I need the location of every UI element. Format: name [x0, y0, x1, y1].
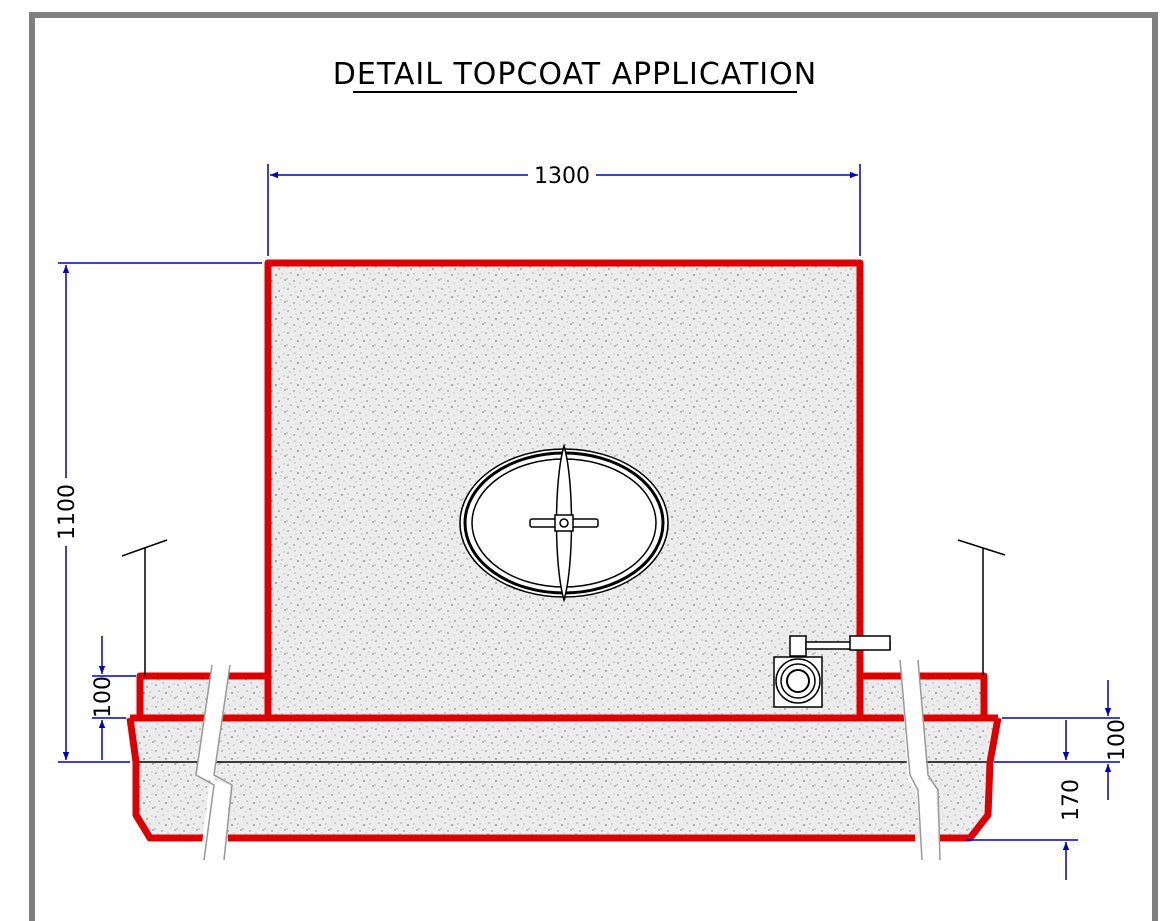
- leader-left: [121, 539, 168, 676]
- base-slab: [133, 718, 995, 838]
- dimension-height-label: 1100: [55, 484, 80, 540]
- dimension-step-right-label: 100: [1105, 719, 1130, 761]
- dimension-step-left: [92, 636, 136, 760]
- dimension-height: [58, 262, 262, 763]
- dimension-width-label: 1300: [534, 164, 590, 189]
- dimension-step-right: [994, 680, 1120, 800]
- topcoat-outline: [126, 259, 1002, 842]
- valve-icon: [773, 635, 891, 708]
- dimension-base-label: 170: [1059, 779, 1084, 821]
- manhole-cover-icon: [459, 443, 669, 603]
- dimension-step-left-label: 100: [91, 676, 116, 718]
- dimension-width: [267, 164, 861, 256]
- break-line-right: [899, 659, 941, 861]
- leader-right: [957, 539, 1006, 676]
- drawing-title: DETAIL TOPCOAT APPLICATION: [333, 57, 817, 92]
- left-step: [140, 676, 268, 718]
- break-line-left: [195, 664, 233, 861]
- dimension-base: [965, 720, 1078, 880]
